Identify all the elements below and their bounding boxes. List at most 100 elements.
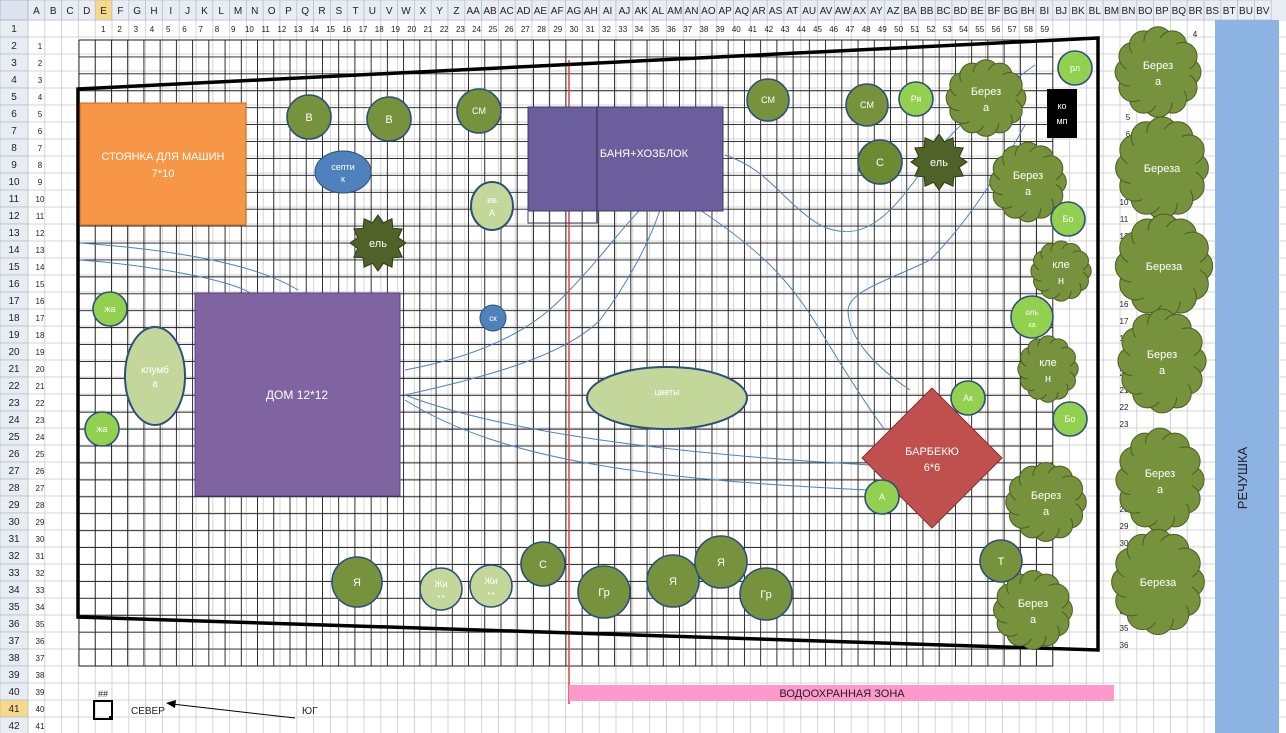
row-header-label: 21 — [8, 364, 20, 375]
bath-label: БАНЯ+ХОЗБЛОК — [600, 148, 689, 160]
bath-house[interactable] — [527, 106, 724, 212]
jasmine-bush-1[interactable]: жа — [92, 291, 128, 327]
col-header-label: BM — [1104, 6, 1119, 17]
flower-bed-west[interactable] — [124, 326, 186, 426]
plan-col-number: 19 — [391, 25, 400, 34]
currant-bush-1[interactable]: СМ — [456, 88, 502, 134]
compass-arrowhead — [166, 700, 176, 708]
plan-col-number: 3 — [134, 25, 139, 34]
row-header-label: 4 — [11, 75, 17, 86]
col-header-label: AC — [500, 6, 514, 17]
plan-row-number: 9 — [38, 178, 43, 187]
birch-label: а — [983, 102, 990, 114]
pear-tree-1[interactable]: Гр — [577, 565, 631, 619]
col-header-label: AA — [467, 6, 481, 17]
bath-annex — [527, 106, 598, 224]
select-all-corner[interactable] — [0, 0, 29, 21]
row-header-label: 28 — [8, 483, 20, 494]
plan-row-number: 20 — [36, 365, 45, 374]
col-header-label: BA — [903, 6, 917, 17]
bbq-size: 6*6 — [924, 462, 941, 474]
plan-col-number: 24 — [472, 25, 481, 34]
tree-label: Ря — [911, 94, 922, 104]
cell-overflow-marker: ## — [98, 689, 108, 699]
row-header-label: 42 — [8, 721, 20, 732]
streams — [79, 64, 1036, 491]
septic-tank[interactable] — [314, 150, 372, 194]
plan-col-number: 22 — [440, 25, 449, 34]
plan-row-number: 17 — [36, 314, 45, 323]
col-header-label: BF — [988, 6, 1001, 17]
birch-tree-5[interactable]: Береза — [1114, 26, 1202, 118]
birch-tree-7[interactable]: Береза — [1114, 213, 1214, 319]
flower-bed-center[interactable] — [586, 366, 748, 430]
flowers-label: цветы — [654, 387, 679, 397]
birch-tree-6[interactable]: Береза — [1115, 116, 1209, 220]
apple-tree-1[interactable]: Я — [331, 556, 383, 608]
currant-bush-3[interactable]: СМ — [845, 83, 889, 127]
bush-zhi-1[interactable]: Жи• • — [419, 567, 463, 611]
house[interactable] — [194, 292, 401, 497]
tree-c-2[interactable]: С — [520, 541, 566, 587]
rowan-tree[interactable]: Ря — [898, 81, 934, 117]
apple-tree-3[interactable]: Я — [694, 535, 748, 589]
parking-label: СТОЯНКА ДЛЯ МАШИН — [102, 151, 225, 163]
parking-size: 7*10 — [152, 168, 175, 180]
col-header-label: J — [185, 6, 190, 17]
pear-tree-2[interactable]: Гр — [739, 567, 793, 621]
cherry-tree-2[interactable]: В — [366, 96, 412, 142]
plan-col-number: 23 — [456, 25, 465, 34]
bush-zhi-2[interactable]: Жи• • — [469, 564, 513, 608]
birch-tree-2[interactable]: Береза — [989, 141, 1067, 223]
plan-row-number: 7 — [38, 144, 43, 153]
tree-label: жа — [104, 304, 115, 314]
plan-row-number: 33 — [36, 586, 45, 595]
right-number: 4 — [1193, 30, 1198, 39]
birch-tree-3[interactable]: Береза — [1005, 462, 1087, 542]
birch-tree-4[interactable]: Береза — [993, 570, 1073, 650]
currant-bush-2[interactable]: СМ — [746, 78, 790, 122]
tree-rl[interactable]: рл — [1057, 50, 1093, 86]
birch-label: а — [1025, 186, 1032, 198]
tree-label: В — [305, 112, 312, 124]
selected-cell[interactable] — [93, 700, 113, 720]
col-header-label: BH — [1021, 6, 1035, 17]
birch-tree-10[interactable]: Береза — [1111, 528, 1205, 636]
compost-bin[interactable] — [1047, 89, 1077, 138]
fill-handle[interactable] — [109, 716, 113, 720]
tree-c-1[interactable]: С — [857, 139, 903, 185]
parking-area[interactable] — [79, 102, 247, 226]
row-header-label: 1 — [11, 24, 17, 35]
col-header-label: AO — [701, 6, 716, 17]
bush-bo-1[interactable]: Бо — [1050, 201, 1086, 237]
bush-bo-2[interactable]: Бо — [1052, 401, 1088, 437]
cherry-tree-1[interactable]: В — [286, 94, 332, 140]
birch-tree-8[interactable]: Береза — [1117, 308, 1207, 414]
spruce-tree-1[interactable]: ель — [349, 214, 407, 272]
willow-tree[interactable] — [470, 181, 514, 231]
row-header-label: 25 — [8, 432, 20, 443]
row-header-label: 26 — [8, 449, 20, 460]
birch-label: Береза — [1146, 261, 1183, 273]
birch-tree-9[interactable]: Береза — [1115, 427, 1205, 533]
col-header-label: BP — [1155, 6, 1169, 17]
right-number: 22 — [1120, 403, 1129, 412]
septic-label-1: септи — [331, 162, 355, 172]
jasmine-bush-2[interactable]: жа — [84, 411, 120, 447]
plan-col-number: 20 — [407, 25, 416, 34]
col-header-label: BJ — [1055, 6, 1067, 17]
tree-t[interactable]: Т — [979, 539, 1023, 583]
col-header-label: U — [369, 6, 376, 17]
acacia-bush[interactable]: Ак — [950, 380, 986, 416]
tree-a[interactable]: А — [864, 479, 900, 515]
plan-row-number: 21 — [36, 382, 45, 391]
tree-label: Жи — [434, 579, 447, 589]
apple-tree-2[interactable]: Я — [646, 554, 700, 608]
spruce-tree-2[interactable]: ель — [910, 133, 968, 191]
row-header-42[interactable] — [0, 716, 29, 733]
birch-tree-1[interactable]: Береза — [945, 59, 1027, 137]
well[interactable] — [479, 304, 507, 332]
